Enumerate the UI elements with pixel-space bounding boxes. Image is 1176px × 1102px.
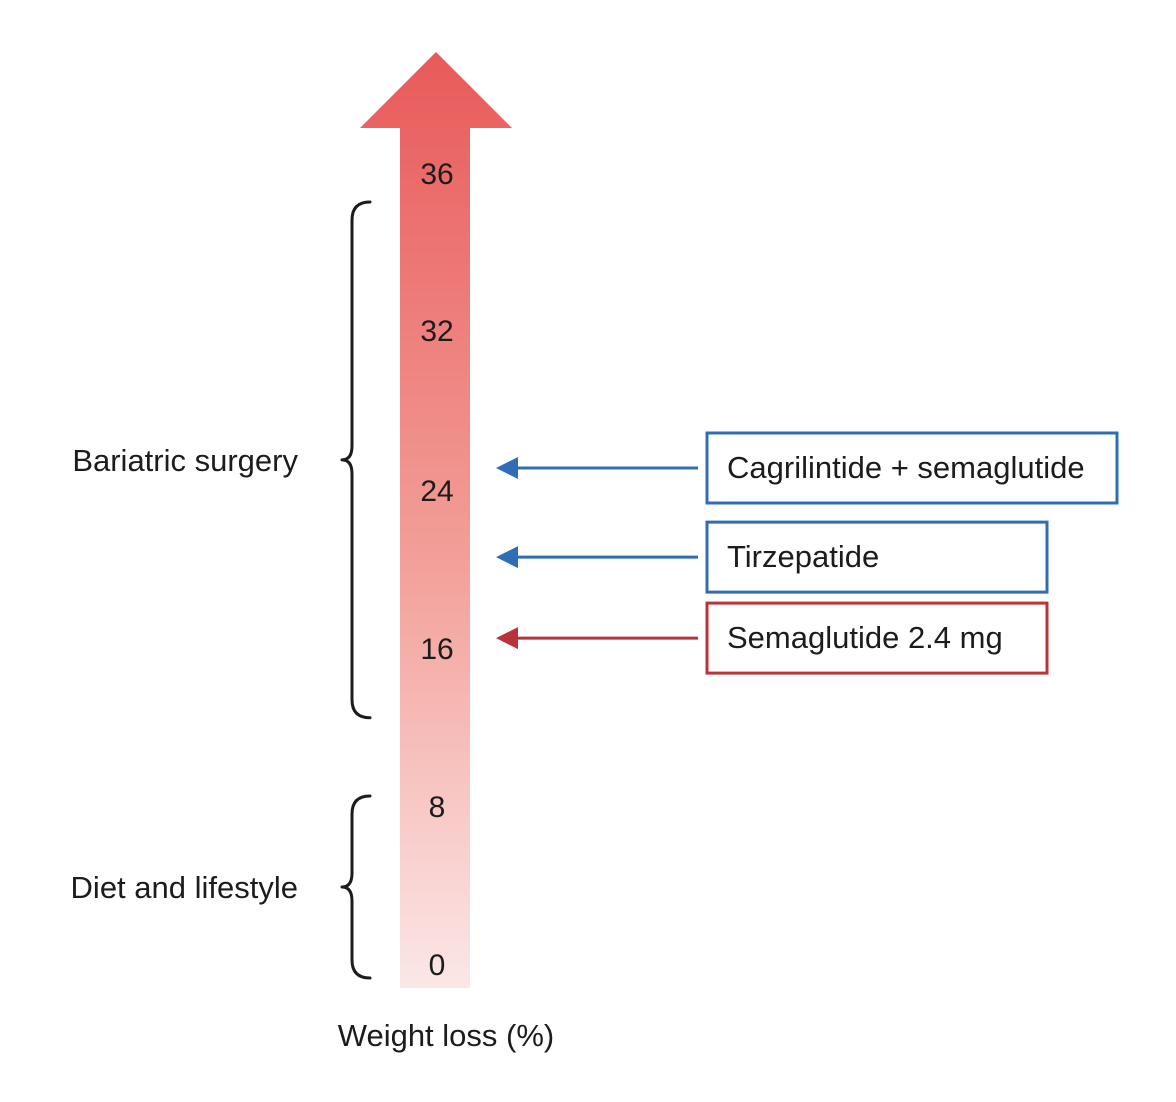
tick-label: 8 (429, 791, 446, 824)
pointer-arrowhead-icon (496, 627, 518, 650)
treatment-markers: Cagrilintide + semaglutideTirzepatideSem… (496, 431, 1119, 675)
treatment-label: Tirzepatide (727, 539, 879, 574)
treatment-label: Semaglutide 2.4 mg (727, 620, 1003, 655)
axis-ticks: 0 8 16 24 32 36 (420, 158, 453, 982)
treatment-label: Cagrilintide + semaglutide (727, 450, 1085, 485)
tick-label: 24 (420, 475, 453, 508)
group-label: Diet and lifestyle (71, 870, 298, 905)
tick-label: 0 (429, 949, 446, 982)
tick-label: 32 (420, 315, 453, 348)
pointer-arrowhead-icon (496, 457, 518, 479)
treatment-box (705, 520, 1049, 594)
group-brace (340, 200, 372, 720)
group-label: Bariatric surgery (72, 443, 298, 478)
axis-label: Weight loss (%) (338, 1018, 555, 1053)
pointer-arrowhead-icon (496, 546, 518, 569)
group-brace (340, 794, 372, 980)
treatment-box (705, 431, 1119, 505)
tick-label: 16 (420, 633, 453, 666)
weight-loss-arrow (360, 52, 512, 988)
treatment-box (705, 601, 1049, 675)
tick-label: 36 (420, 158, 453, 191)
